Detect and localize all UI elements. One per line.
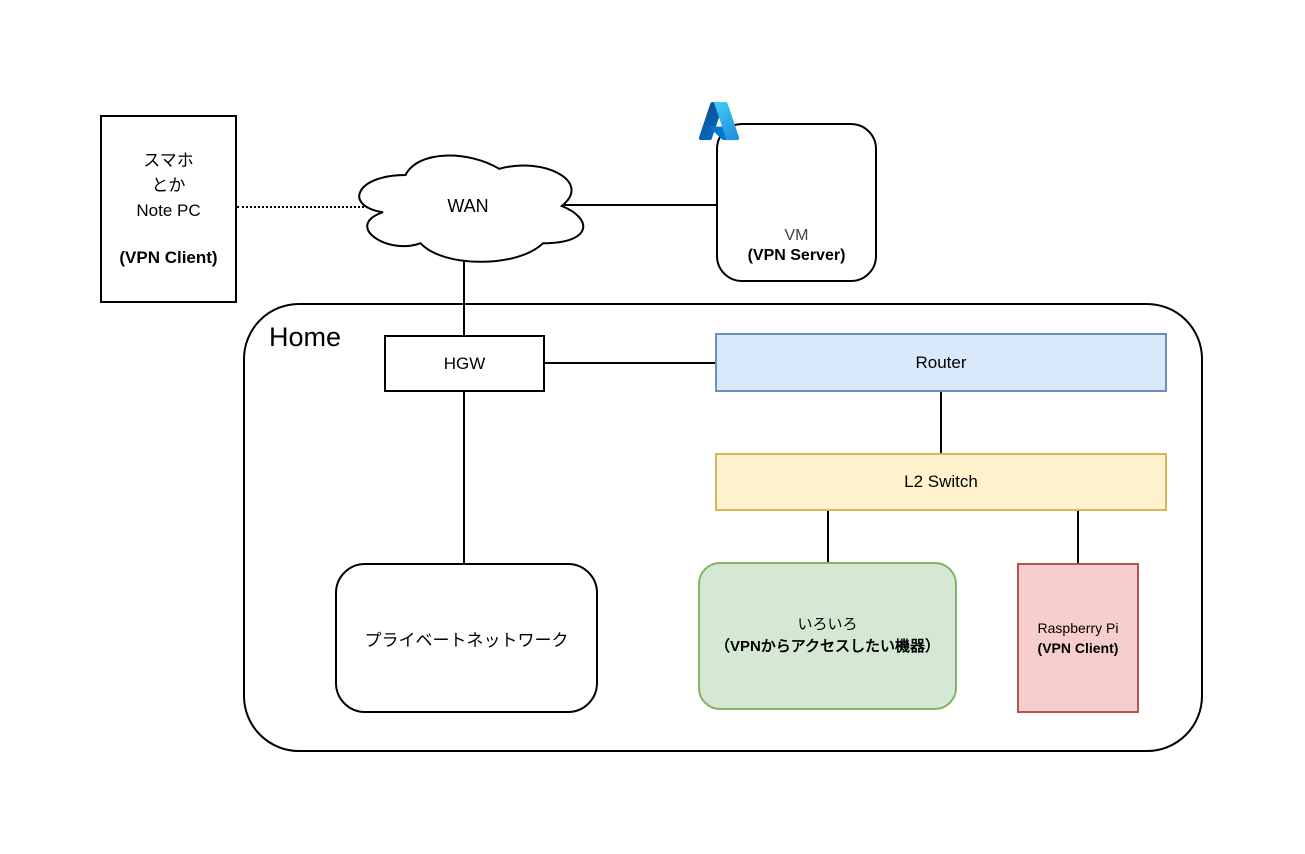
router-label: Router bbox=[915, 352, 967, 372]
hgw-label: HGW bbox=[443, 353, 486, 373]
devices-label: いろいろ bbox=[797, 616, 858, 633]
vm-label: VM bbox=[784, 227, 809, 244]
l2-switch-label: L2 Switch bbox=[904, 472, 978, 491]
edge-l2switch-to-raspberrypi bbox=[1077, 511, 1079, 564]
l2-switch-node: L2 Switch bbox=[715, 453, 1167, 511]
client-line: とか bbox=[151, 176, 186, 195]
home-container bbox=[243, 303, 1203, 752]
client-role-label: (VPN Client) bbox=[119, 248, 218, 267]
devices-role-label: （VPNからアクセスしたい機器） bbox=[714, 638, 941, 655]
edge-wan-to-vm bbox=[558, 204, 716, 206]
edge-hgw-to-private-network bbox=[463, 392, 465, 564]
edge-wan-to-hgw bbox=[463, 250, 465, 336]
vm-role-label: (VPN Server) bbox=[747, 247, 846, 264]
devices-node: いろいろ （VPNからアクセスしたい機器） bbox=[698, 562, 957, 710]
vpn-client-box: スマホ とか Note PC (VPN Client) bbox=[100, 115, 237, 303]
azure-logo-icon bbox=[698, 101, 740, 141]
private-network-node: プライベートネットワーク bbox=[335, 563, 598, 713]
client-line: Note PC bbox=[136, 201, 201, 220]
router-node: Router bbox=[715, 333, 1167, 392]
wan-label: WAN bbox=[447, 195, 489, 216]
raspberry-pi-node: Raspberry Pi (VPN Client) bbox=[1017, 563, 1139, 713]
raspberry-pi-label: Raspberry Pi bbox=[1037, 620, 1119, 636]
home-label: Home bbox=[269, 322, 342, 352]
azure-vm-node: VM (VPN Server) bbox=[716, 123, 877, 282]
edge-router-to-l2switch bbox=[940, 392, 942, 454]
private-network-label: プライベートネットワーク bbox=[364, 630, 569, 650]
wan-cloud bbox=[358, 154, 585, 263]
edge-hgw-to-router bbox=[545, 362, 715, 364]
edge-client-to-wan bbox=[237, 206, 372, 208]
client-line: スマホ bbox=[143, 151, 194, 170]
raspberry-pi-role-label: (VPN Client) bbox=[1037, 640, 1119, 656]
hgw-node: HGW bbox=[384, 335, 545, 392]
edge-l2switch-to-devices bbox=[827, 511, 829, 563]
